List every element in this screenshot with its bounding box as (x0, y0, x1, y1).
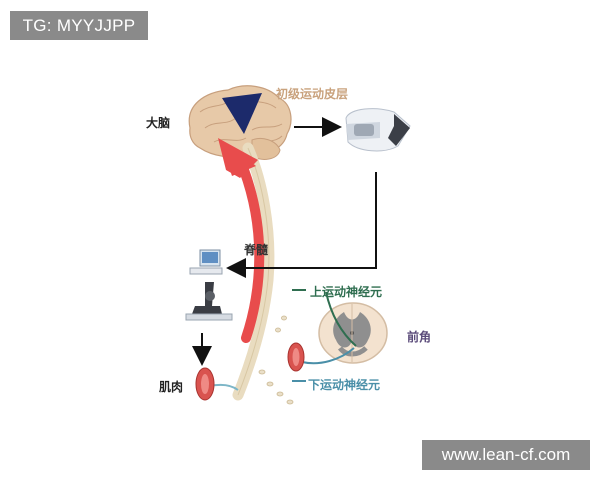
lower-neuron-line (292, 347, 355, 382)
label-spinal-cord: 脊髓 (244, 243, 269, 257)
overlay-tag: TG: MYYJJPP (10, 11, 148, 40)
watermark: www.lean-cf.com (422, 440, 590, 470)
label-muscle: 肌肉 (159, 380, 184, 394)
red-ascending-arrow (218, 138, 265, 343)
computer-device-icon (185, 249, 233, 321)
feedback-line (226, 172, 377, 278)
spinal-cord-section-icon (318, 302, 388, 364)
label-upper-motor-neuron: 上运动神经元 (310, 285, 383, 299)
label-anterior-horn: 前角 (407, 330, 432, 344)
cortex-triangle (222, 93, 262, 134)
vr-headset-icon (345, 108, 411, 152)
upper-neuron-line (292, 289, 357, 347)
vertebra-dots (258, 315, 294, 405)
label-primary-motor-cortex: 初级运动皮层 (276, 87, 349, 101)
label-lower-motor-neuron: 下运动神经元 (308, 378, 381, 392)
label-brain: 大脑 (146, 116, 171, 130)
